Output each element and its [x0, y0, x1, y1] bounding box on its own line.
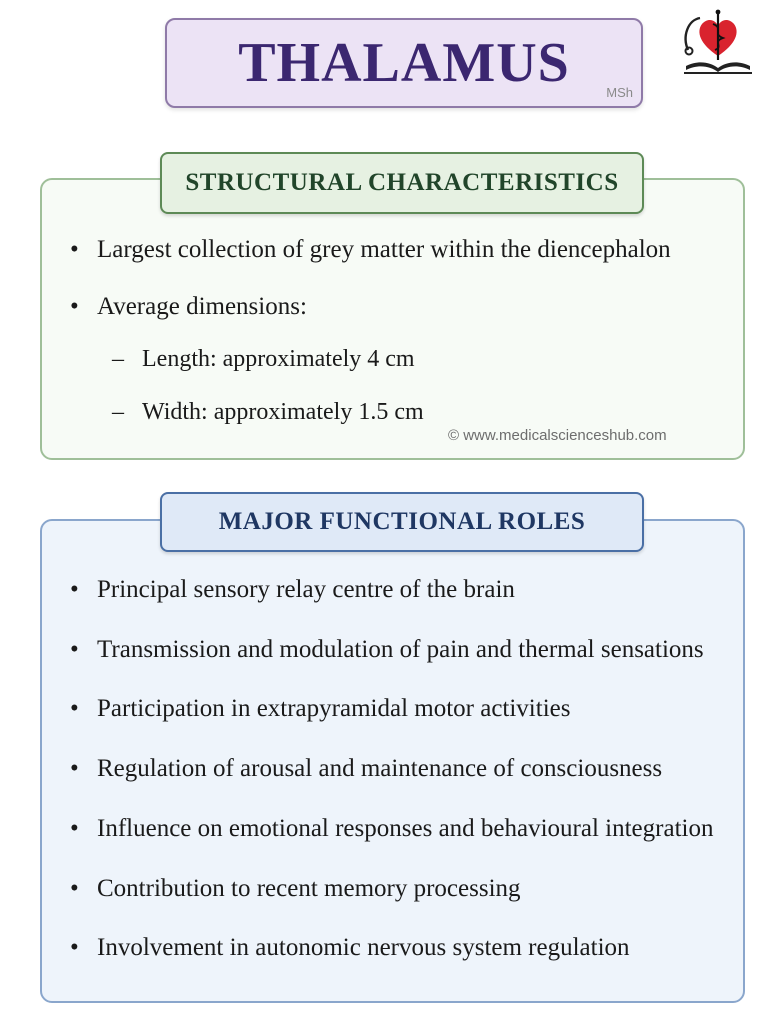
bullet-icon: • — [70, 934, 79, 961]
bullet-icon: • — [70, 236, 79, 263]
bullet-icon: • — [70, 695, 79, 722]
sub-list-item: –Length: approximately 4 cm — [112, 346, 415, 372]
list-item: •Influence on emotional responses and be… — [70, 815, 714, 842]
title-banner: THALAMUS MSh — [165, 18, 643, 108]
heart-caduceus-book-icon — [680, 6, 752, 78]
structural-heading: STRUCTURAL CHARACTERISTICS — [160, 152, 644, 214]
bullet-icon: • — [70, 815, 79, 842]
dash-icon: – — [112, 399, 124, 425]
watermark: © www.medicalscienceshub.com — [448, 427, 667, 444]
bullet-icon: • — [70, 576, 79, 603]
list-item: •Transmission and modulation of pain and… — [70, 636, 704, 663]
title-tag: MSh — [606, 85, 633, 100]
functional-panel — [40, 519, 745, 1003]
list-item: •Contribution to recent memory processin… — [70, 875, 521, 902]
bullet-icon: • — [70, 636, 79, 663]
bullet-icon: • — [70, 293, 79, 320]
list-item: •Average dimensions: — [70, 293, 307, 320]
functional-heading: MAJOR FUNCTIONAL ROLES — [160, 492, 644, 552]
list-item: •Involvement in autonomic nervous system… — [70, 934, 630, 961]
page-title: THALAMUS — [238, 32, 570, 94]
dash-icon: – — [112, 346, 124, 372]
bullet-icon: • — [70, 875, 79, 902]
sub-list-item: –Width: approximately 1.5 cm — [112, 399, 424, 425]
list-item: •Participation in extrapyramidal motor a… — [70, 695, 571, 722]
list-item: •Principal sensory relay centre of the b… — [70, 576, 515, 603]
list-item: •Largest collection of grey matter withi… — [70, 236, 671, 263]
bullet-icon: • — [70, 755, 79, 782]
list-item: •Regulation of arousal and maintenance o… — [70, 755, 663, 782]
